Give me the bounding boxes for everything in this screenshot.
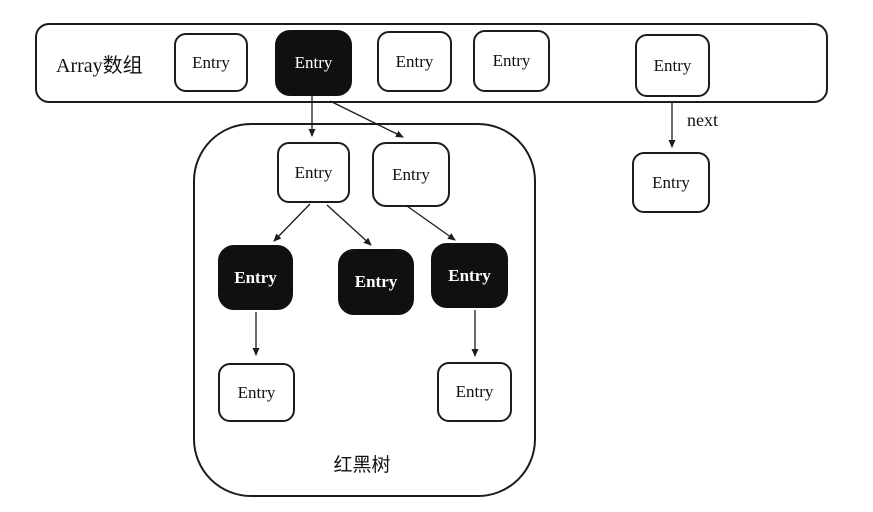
tree-node-mid-right: Entry xyxy=(431,243,508,308)
array-entry-1-black: Entry xyxy=(275,30,352,96)
tree-node-mid-center: Entry xyxy=(338,249,414,315)
tree-label: 红黑树 xyxy=(333,455,391,476)
array-entry-2: Entry xyxy=(377,31,452,92)
tree-node-mid-left: Entry xyxy=(218,245,293,310)
array-entry-3: Entry xyxy=(473,30,550,92)
array-entry-0: Entry xyxy=(174,33,248,92)
tree-node-root-right: Entry xyxy=(372,142,450,207)
tree-node-leaf-left: Entry xyxy=(218,363,295,422)
array-label: Array数组 xyxy=(56,55,143,77)
next-label: next xyxy=(687,110,718,130)
next-entry: Entry xyxy=(632,152,710,213)
array-entry-4: Entry xyxy=(635,34,710,97)
tree-node-root-left: Entry xyxy=(277,142,350,203)
tree-node-leaf-right: Entry xyxy=(437,362,512,422)
